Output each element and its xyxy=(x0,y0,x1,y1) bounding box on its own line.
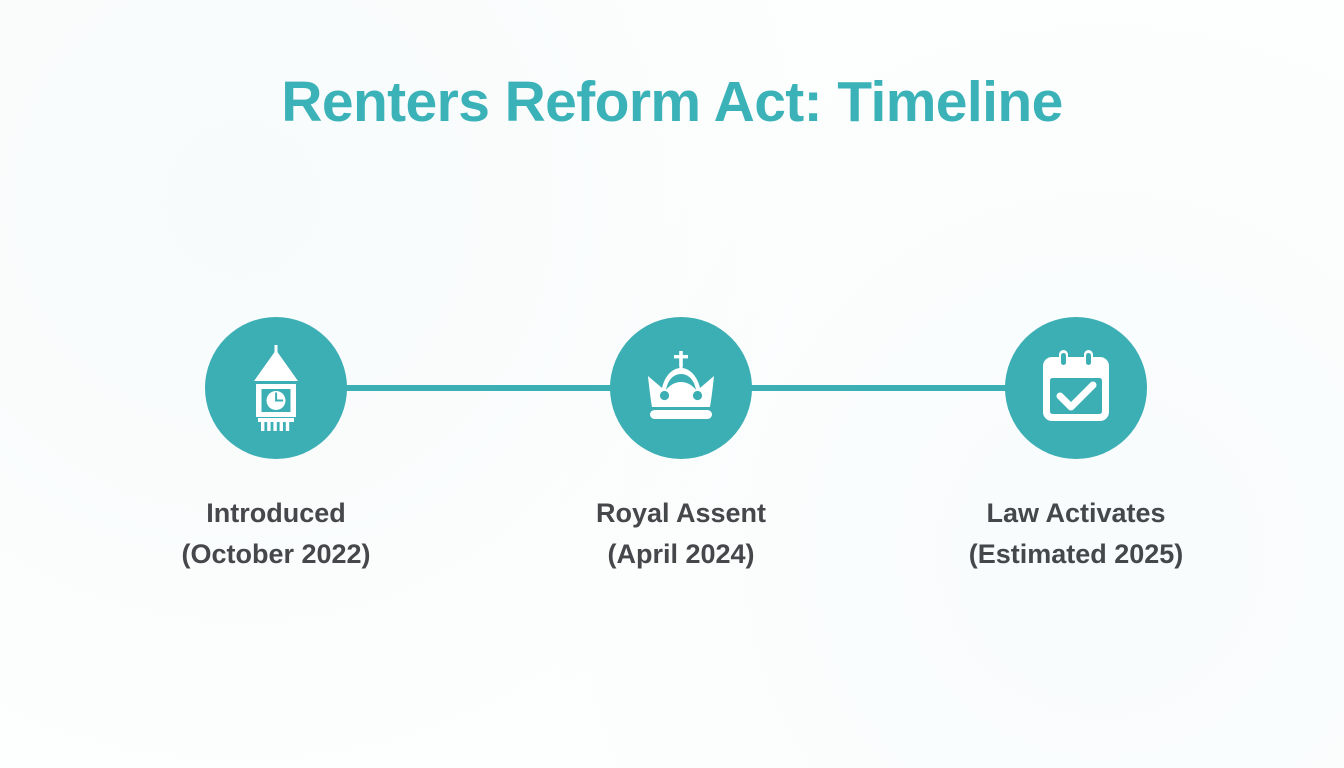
milestone-title-3: Law Activates xyxy=(986,498,1166,528)
big-ben-clock-tower-icon xyxy=(240,345,312,431)
milestone-date-3: (Estimated 2025) xyxy=(968,539,1184,570)
timeline-milestone-law-activates[interactable]: Law Activates (Estimated 2025) xyxy=(946,300,1206,575)
milestone-label-2: Royal Assent (April 2024) xyxy=(551,493,811,575)
milestone-label-1: Introduced (October 2022) xyxy=(146,493,406,575)
royal-crown-icon xyxy=(640,350,722,426)
timeline-connector-2 xyxy=(730,385,1025,391)
milestone-icon-circle-3[interactable] xyxy=(1005,317,1147,459)
timeline-connector-1 xyxy=(330,385,630,391)
milestone-title-2: Royal Assent xyxy=(595,498,767,528)
milestone-label-3: Law Activates (Estimated 2025) xyxy=(946,493,1206,575)
milestone-icon-circle-2[interactable] xyxy=(610,317,752,459)
calendar-check-icon xyxy=(1036,348,1116,428)
timeline-track: Introduced (October 2022) xyxy=(0,300,1344,600)
page-title: Renters Reform Act: Timeline xyxy=(281,70,1063,134)
milestone-date-1: (October 2022) xyxy=(181,539,371,570)
timeline-milestone-royal-assent[interactable]: Royal Assent (April 2024) xyxy=(551,300,811,575)
milestone-title-1: Introduced xyxy=(206,498,346,528)
timeline-milestone-introduced[interactable]: Introduced (October 2022) xyxy=(146,300,406,575)
milestone-date-2: (April 2024) xyxy=(607,539,755,570)
milestone-icon-circle-1[interactable] xyxy=(205,317,347,459)
